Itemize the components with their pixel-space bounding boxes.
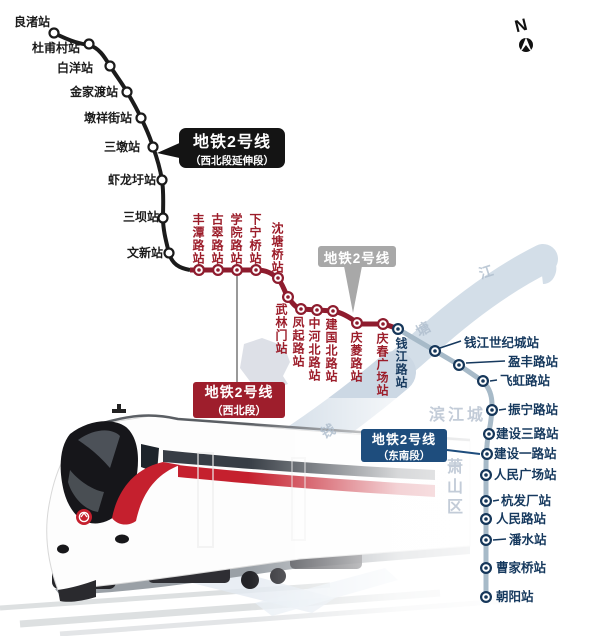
station-label-qianjianglu: 钱江路站 xyxy=(394,337,408,389)
station-label-jianshesanlu: 建设三路站 xyxy=(496,427,559,441)
station-label-sandun: 三墩站 xyxy=(103,140,140,154)
station-label-panshui: 潘水站 xyxy=(509,533,547,547)
station-label-hangfachang: 杭发厂站 xyxy=(501,494,552,508)
train-illustration xyxy=(0,398,548,636)
callout-northwest-segment: 地铁2号线 （西北段） xyxy=(193,382,285,418)
callout-northwest-subtitle: （西北段） xyxy=(211,405,267,417)
station-label-zhonghebeilu: 中河北路站 xyxy=(307,317,321,382)
callout-line2: 地铁2号线 xyxy=(318,246,396,267)
station-label-yingfenglu: 盈丰路站 xyxy=(508,355,559,369)
station-label-qianjiangshijicheng: 钱江世纪城站 xyxy=(464,336,540,350)
station-label-xueyuanlu: 学院路站 xyxy=(229,213,243,265)
extension-callout-pointer xyxy=(157,141,184,159)
callout-southeast-title: 地铁2号线 xyxy=(371,431,437,447)
callout-extension-subtitle: （西北段延伸段） xyxy=(190,155,274,167)
station-label-feihonglu: 飞虹路站 xyxy=(500,374,551,388)
station-label-jinjiadu: 金家渡站 xyxy=(69,85,118,99)
callout-extension-title: 地铁2号线 xyxy=(193,134,271,151)
station-label-fengqilu: 凤起路站 xyxy=(291,316,305,368)
station-label-dunxiangjie: 墩祥街站 xyxy=(83,111,132,125)
metro-logo xyxy=(76,509,92,525)
station-label-zhenninglu: 振宁路站 xyxy=(508,403,559,417)
station-label-fengtanlu: 丰潭路站 xyxy=(191,213,205,265)
callout-southeast-segment: 地铁2号线 （东南段） xyxy=(361,429,447,462)
station-label-qinglinglu: 庆菱路站 xyxy=(349,331,363,383)
southeast-callout-leader xyxy=(446,449,481,455)
station-label-leaders xyxy=(439,340,507,541)
station-label-xianingqiao: 下宁桥站 xyxy=(248,213,262,265)
station-label-wenxin: 文新站 xyxy=(126,246,163,260)
district-label-xiaoshan: 萧山区 xyxy=(444,458,461,518)
callout-northwest-title: 地铁2号线 xyxy=(204,384,274,400)
north-arrow-icon xyxy=(519,37,533,52)
metro-line-extension xyxy=(53,31,191,272)
district-outline-shape xyxy=(240,338,290,390)
station-label-baiyang: 白洋站 xyxy=(56,61,93,75)
callout-extension-segment: 地铁2号线 （西北段延伸段） xyxy=(179,128,285,168)
northwest-station-dots xyxy=(193,264,389,330)
southeast-station-dots xyxy=(392,323,498,603)
station-label-sanba: 三坝站 xyxy=(122,210,159,224)
station-label-caojiaqiao: 曹家桥站 xyxy=(496,561,547,575)
middle-callout-pointer xyxy=(344,266,362,313)
station-label-qingchunguangchang: 庆春广场站 xyxy=(375,332,389,397)
station-label-chaoyang: 朝阳站 xyxy=(496,590,534,604)
station-label-jiansheyilu: 建设一路站 xyxy=(494,447,557,461)
callout-southeast-subtitle: （东南段） xyxy=(377,449,431,462)
callout-line2-title: 地铁2号线 xyxy=(323,250,391,266)
station-label-renminlu: 人民路站 xyxy=(496,512,547,526)
station-label-liangzhu: 良渚站 xyxy=(13,15,50,29)
station-label-gucuilu: 古翠路站 xyxy=(210,213,224,265)
station-label-dufucun: 杜甫村站 xyxy=(31,41,80,55)
station-label-jianguobeilu: 建国北路站 xyxy=(324,318,338,383)
station-label-shentangqiao: 沈塘桥站 xyxy=(270,222,284,274)
station-label-xialongxu: 虾龙圩站 xyxy=(107,173,156,187)
extension-station-dots xyxy=(48,27,175,259)
station-label-wulinmen: 武林门站 xyxy=(274,303,288,355)
station-label-renminguangchang: 人民广场站 xyxy=(494,468,557,482)
district-label-binjiang: 滨江城 xyxy=(429,407,487,424)
